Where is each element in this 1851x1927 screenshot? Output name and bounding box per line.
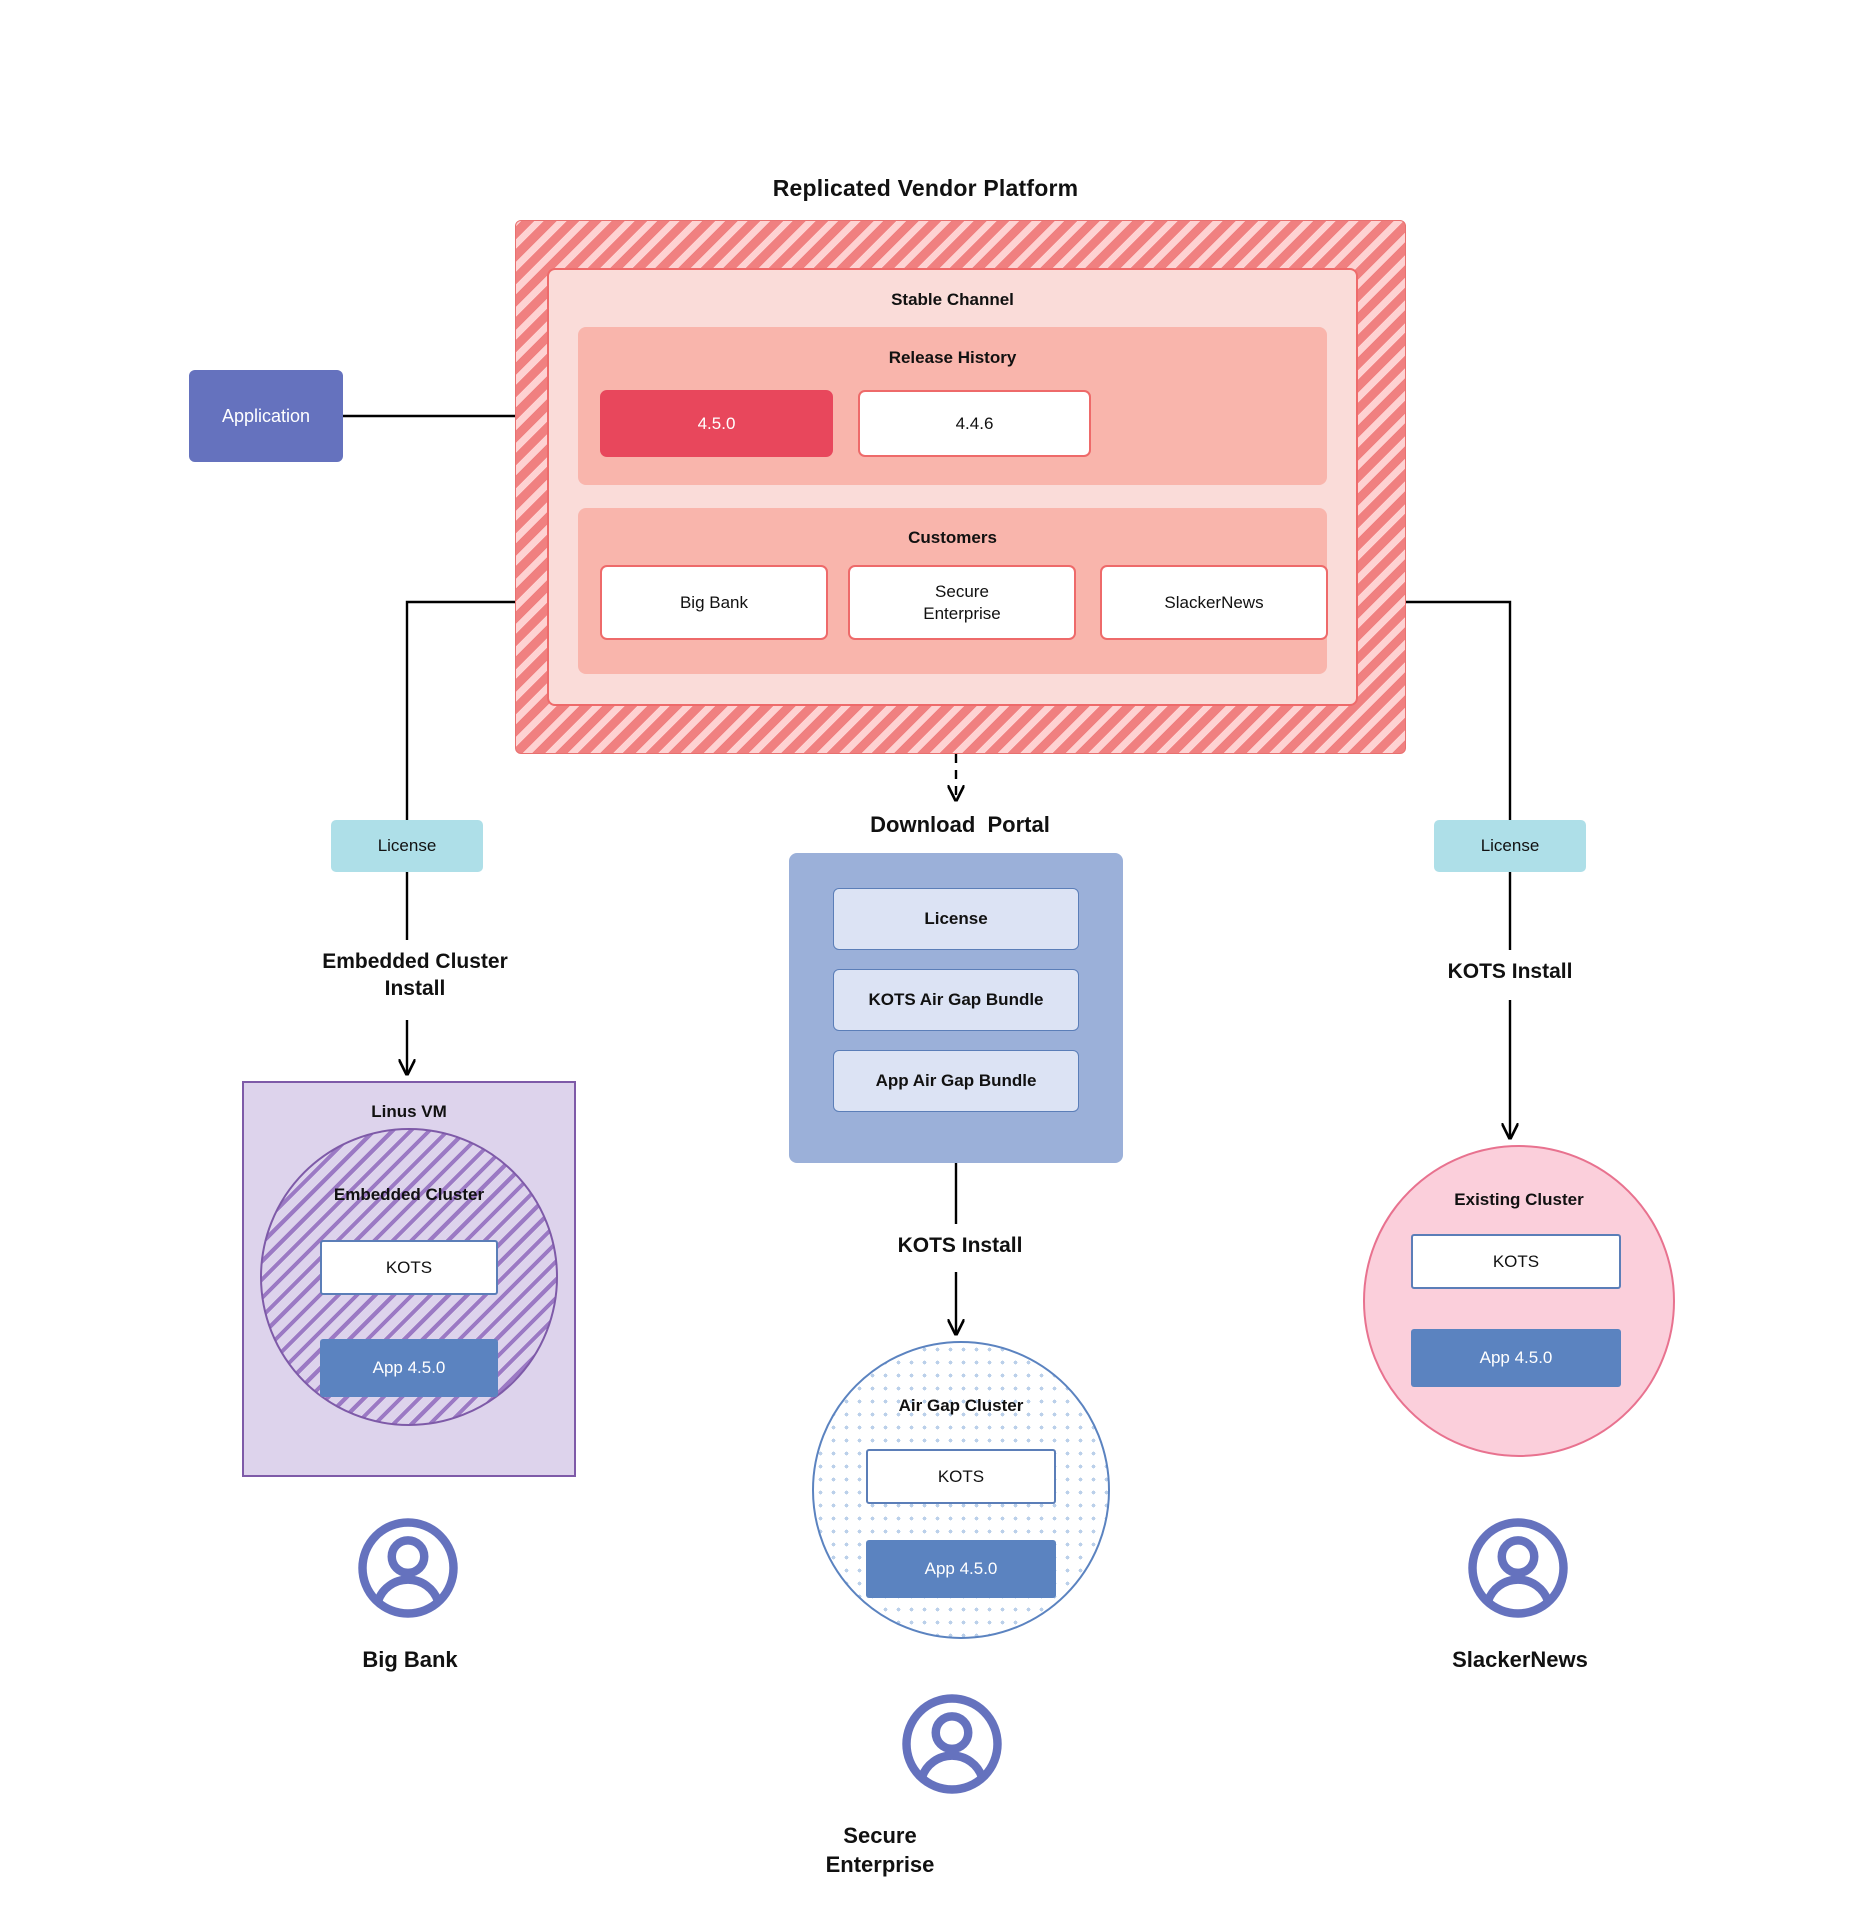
person-icon-big-bank — [358, 1518, 458, 1618]
linux-vm-label: Linus VM — [371, 1102, 447, 1121]
app-node-existing[interactable]: App 4.5.0 — [1411, 1329, 1621, 1387]
portal-item-license[interactable]: License — [833, 888, 1079, 950]
existing-cluster-label: Existing Cluster — [1454, 1190, 1584, 1209]
release-history-label: Release History — [888, 348, 1017, 367]
release-card-previous[interactable]: 4.4.6 — [858, 390, 1091, 457]
portal-item-kots-air-gap-bundle[interactable]: KOTS Air Gap Bundle — [833, 969, 1079, 1031]
license-node-left[interactable]: License — [331, 820, 483, 872]
app-node-embedded[interactable]: App 4.5.0 — [320, 1339, 498, 1397]
person-icon-secure-enterprise — [902, 1694, 1002, 1794]
customer-card-slackernews[interactable]: SlackerNews — [1100, 565, 1328, 640]
kots-install-label-right: KOTS Install — [1447, 960, 1573, 983]
air-gap-cluster-label: Air Gap Cluster — [898, 1396, 1024, 1415]
person-name-slackernews: SlackerNews — [1452, 1647, 1588, 1672]
portal-item-app-air-gap-bundle[interactable]: App Air Gap Bundle — [833, 1050, 1079, 1112]
person-name-big-bank: Big Bank — [362, 1647, 458, 1672]
embedded-cluster-install-label: Embedded Cluster Install — [322, 950, 508, 1001]
application-node[interactable]: Application — [189, 370, 343, 462]
license-node-right[interactable]: License — [1434, 820, 1586, 872]
kots-node-existing[interactable]: KOTS — [1411, 1234, 1621, 1289]
customer-card-secure-enterprise[interactable]: Secure Enterprise — [848, 565, 1076, 640]
embedded-cluster-label: Embedded Cluster — [333, 1185, 485, 1204]
release-card-current[interactable]: 4.5.0 — [600, 390, 833, 457]
page-title: Replicated Vendor Platform — [772, 175, 1079, 201]
existing-cluster-circle — [1363, 1145, 1675, 1457]
person-icon-slackernews — [1468, 1518, 1568, 1618]
app-node-airgap[interactable]: App 4.5.0 — [866, 1540, 1056, 1598]
download-portal-title: Download Portal — [870, 812, 1050, 837]
kots-install-label-center: KOTS Install — [897, 1234, 1023, 1257]
person-name-secure-enterprise: Secure Enterprise — [825, 1823, 935, 1877]
stable-channel-label: Stable Channel — [891, 290, 1014, 309]
kots-node-embedded[interactable]: KOTS — [320, 1240, 498, 1295]
customer-card-big-bank[interactable]: Big Bank — [600, 565, 828, 640]
kots-node-airgap[interactable]: KOTS — [866, 1449, 1056, 1504]
customers-label: Customers — [908, 528, 997, 547]
